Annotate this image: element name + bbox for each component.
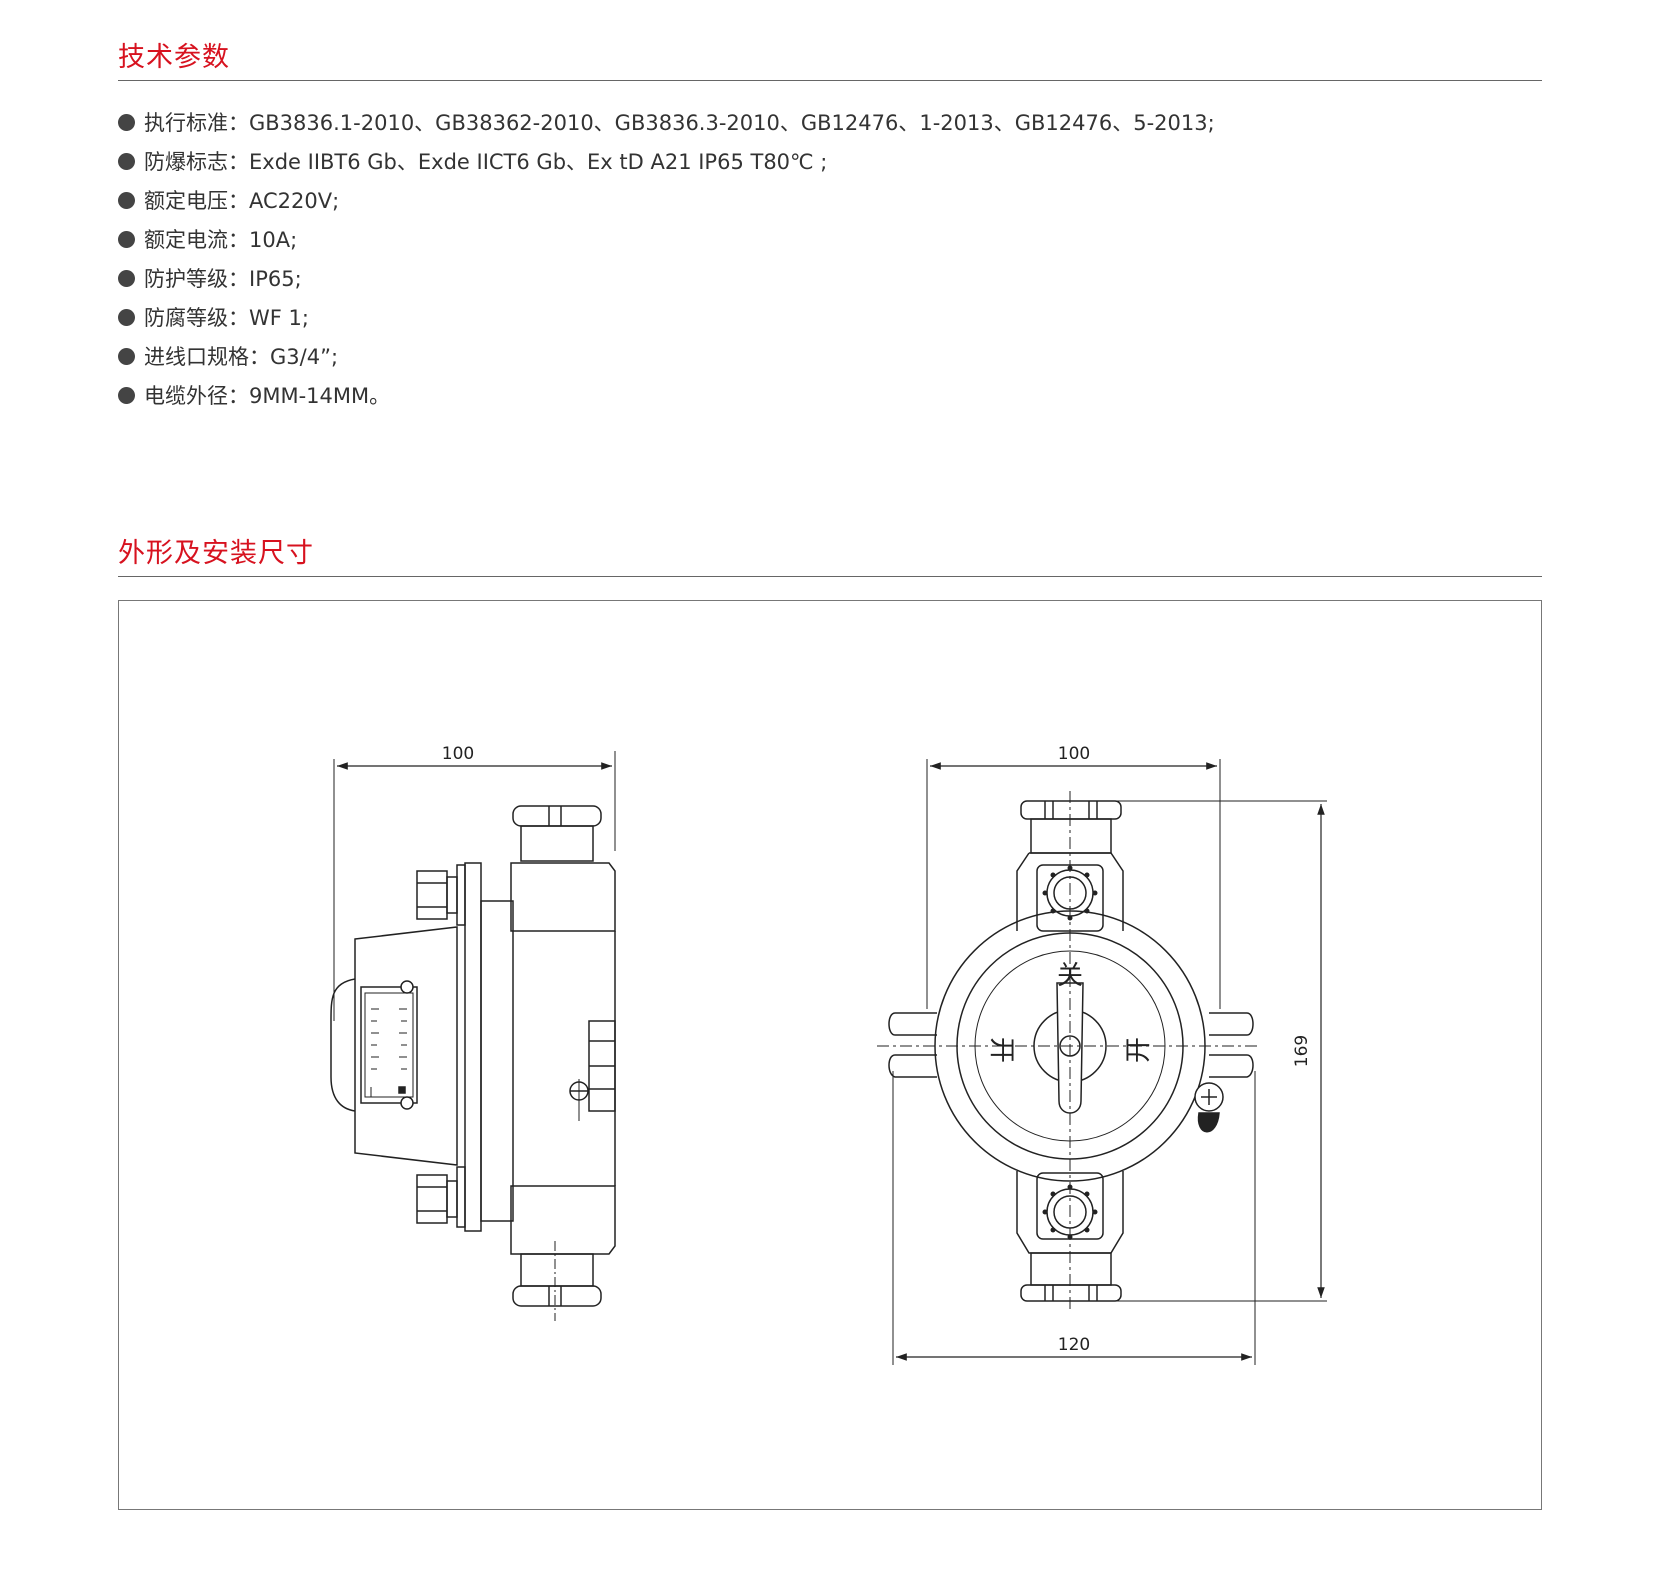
spec-label: 电缆外径： <box>144 384 249 408</box>
front-mount-ear-right-top <box>1209 1012 1254 1036</box>
side-housing-lower <box>510 1185 616 1255</box>
front-mount-ear-left-top <box>888 1012 937 1036</box>
side-flange-clamp-top <box>456 864 466 926</box>
front-view <box>877 759 1327 1365</box>
spec-label: 额定电压： <box>144 189 249 213</box>
spec-value: AC220V; <box>249 189 340 213</box>
drawing-frame: 100 <box>118 600 1542 1510</box>
front-width-label: 100 <box>1058 744 1090 764</box>
bullet-icon <box>118 114 135 131</box>
spec-value: 10A; <box>249 228 298 252</box>
spec-label: 防护等级： <box>144 267 249 291</box>
spec-list: 执行标准：GB3836.1-2010、GB38362-2010、GB3836.3… <box>118 104 1215 416</box>
spec-value: GB3836.1-2010、GB38362-2010、GB3836.3-2010… <box>249 111 1215 135</box>
spec-item: 额定电流：10A; <box>118 221 1215 260</box>
side-label-plate <box>360 986 418 1104</box>
dimensions-divider <box>118 576 1542 577</box>
dial-on-label-left: 开 <box>986 1037 1016 1063</box>
spec-label: 防爆标志： <box>144 150 249 174</box>
front-bottom-gland-cap <box>1020 1284 1122 1302</box>
front-mount-ear-right-bottom <box>1209 1054 1254 1078</box>
front-lock-body <box>1197 1112 1220 1133</box>
bullet-icon <box>118 231 135 248</box>
side-body <box>480 900 514 1222</box>
spec-item: 进线口规格：G3/4”; <box>118 338 1215 377</box>
front-top-gland-body <box>1030 818 1112 854</box>
spec-item: 额定电压：AC220V; <box>118 182 1215 221</box>
technical-drawing: 100 <box>330 744 1327 1365</box>
side-flange <box>464 862 482 1232</box>
spec-item: 防腐等级：WF 1; <box>118 299 1215 338</box>
spec-label: 执行标准： <box>144 111 249 135</box>
spec-value: IP65; <box>249 267 302 291</box>
spec-value: Exde IIBT6 Gb、Exde IICT6 Gb、Ex tD A21 IP… <box>249 150 828 174</box>
bullet-icon <box>118 309 135 326</box>
spec-item: 执行标准：GB3836.1-2010、GB38362-2010、GB3836.3… <box>118 104 1215 143</box>
spec-label: 进线口规格： <box>144 345 270 369</box>
bullet-icon <box>118 153 135 170</box>
dimensions-title: 外形及安装尺寸 <box>118 538 314 569</box>
front-bottom-gland-body <box>1030 1252 1112 1286</box>
spec-value: 9MM-14MM。 <box>249 384 391 408</box>
bullet-icon <box>118 387 135 404</box>
front-top-gland-cap <box>1020 800 1122 820</box>
side-housing-upper <box>510 862 616 932</box>
spec-label: 额定电流： <box>144 228 249 252</box>
side-bolt-bottom <box>416 1174 448 1224</box>
bullet-icon <box>118 192 135 209</box>
front-mount-ear-left-bottom <box>888 1054 937 1078</box>
side-bottom-gland-cap <box>512 1285 602 1307</box>
spec-item: 防爆标志：Exde IIBT6 Gb、Exde IICT6 Gb、Ex tD A… <box>118 143 1215 182</box>
spec-value: WF 1; <box>249 306 309 330</box>
side-handle-profile <box>330 978 356 1112</box>
side-bolt-top <box>416 870 448 920</box>
side-flange-clamp-bottom <box>456 1166 466 1228</box>
spec-value: G3/4”; <box>270 345 339 369</box>
front-mount-width-label: 120 <box>1058 1335 1090 1355</box>
front-height-label: 169 <box>1292 1035 1312 1067</box>
bullet-icon <box>118 348 135 365</box>
side-bottom-gland-body <box>520 1253 594 1287</box>
dial-off-label: 关 <box>1057 961 1083 991</box>
side-width-label: 100 <box>442 744 474 764</box>
side-top-gland-body <box>520 825 594 862</box>
tech-params-divider <box>118 80 1542 81</box>
bullet-icon <box>118 270 135 287</box>
side-front-cover <box>354 926 458 1166</box>
side-view <box>330 751 616 1321</box>
tech-params-title: 技术参数 <box>118 42 230 73</box>
spec-label: 防腐等级： <box>144 306 249 330</box>
spec-item: 电缆外径：9MM-14MM。 <box>118 377 1215 416</box>
dial-on-label-right: 开 <box>1124 1037 1154 1063</box>
side-top-gland-cap <box>512 805 602 827</box>
spec-item: 防护等级：IP65; <box>118 260 1215 299</box>
